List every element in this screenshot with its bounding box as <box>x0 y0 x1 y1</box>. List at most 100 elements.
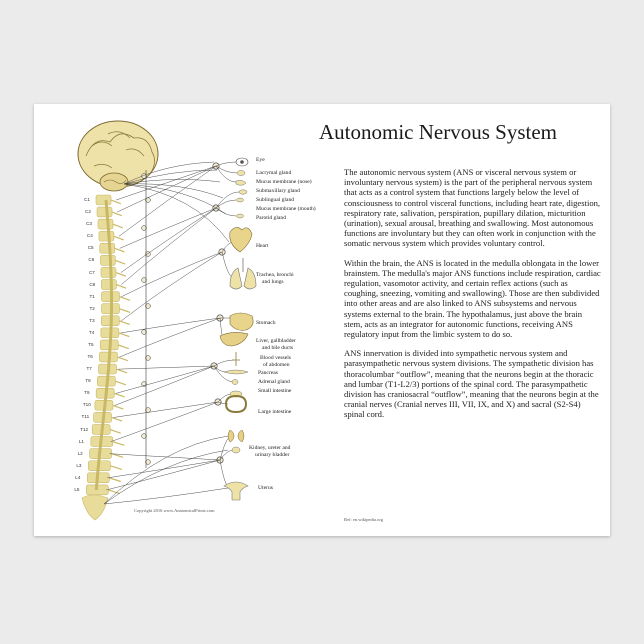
vertebra-label-l2: L2 <box>77 450 83 456</box>
vertebra-label-t10: T10 <box>82 402 91 408</box>
autonomic-nerve <box>121 241 235 297</box>
large-intestine-organ <box>224 394 248 414</box>
vertebra-label-c3: C3 <box>86 221 92 227</box>
autonomic-nerve <box>109 435 233 461</box>
organ-label-sublingual: Sublingual gland <box>256 197 295 203</box>
nerve-root-l1 <box>112 441 125 446</box>
autonomic-nerve <box>120 317 232 334</box>
autonomic-nerve <box>119 191 240 249</box>
organ-label-adrenal: Adrenal gland <box>258 379 290 385</box>
vertebra-label-c7: C7 <box>88 269 95 275</box>
vertebra-label-l3: L3 <box>76 462 82 468</box>
organ-label-lungs: and lungs <box>262 279 284 285</box>
vertebra-label-c8: C8 <box>89 281 96 287</box>
paragraph-definition: The autonomic nervous system (ANS or vis… <box>344 167 601 249</box>
organ-label-blood-vessels: Blood vessels <box>260 355 291 361</box>
nerve-root-c6 <box>115 259 126 265</box>
chain-ganglion <box>141 433 147 439</box>
nerve-root-t3 <box>119 320 130 326</box>
chain-ganglion <box>145 355 151 361</box>
nerve-root-t8 <box>115 380 127 386</box>
liver-organ <box>219 332 249 347</box>
chain-ganglion <box>141 225 147 231</box>
sacral-nerve <box>103 435 229 505</box>
adrenal-organ <box>231 379 239 385</box>
description-column: The autonomic nervous system (ANS or vis… <box>344 167 602 429</box>
cranial-nerve <box>123 183 230 243</box>
cranial-nerve <box>123 161 215 185</box>
vertebra-label-t7: T7 <box>86 366 92 372</box>
organ-label-pancreas: Pancreas <box>258 370 278 376</box>
organ-label-bile-ducts: and bile ducts <box>262 345 294 351</box>
autonomic-nerve <box>121 251 235 322</box>
autonomic-nerve <box>121 207 237 285</box>
organ-illustrations <box>219 157 257 501</box>
autonomic-nerve <box>114 365 235 406</box>
nerve-network <box>94 161 240 505</box>
autonomic-nerve <box>120 199 237 273</box>
nerve-root-t5 <box>118 344 129 350</box>
vertebra-label-t5: T5 <box>88 342 94 347</box>
sacral-nerve <box>103 449 229 505</box>
organ-label-liver: Liver, gallbladder <box>256 338 296 344</box>
parotid-organ <box>236 213 244 219</box>
autonomic-nerve <box>116 165 238 213</box>
vertebra-c2 <box>96 206 113 218</box>
pancreas-organ <box>223 369 249 375</box>
vertebra-c1 <box>95 194 112 206</box>
chain-ganglion <box>145 459 151 465</box>
autonomic-nerve <box>113 393 233 418</box>
chain-ganglion <box>141 277 147 283</box>
cranial-nerve <box>123 179 221 185</box>
lacrymal-organ <box>236 170 246 176</box>
organ-label-bladder: urinary bladder <box>255 452 290 458</box>
lungs-organ <box>229 267 257 290</box>
vertebra-label-c4: C4 <box>86 233 93 239</box>
blood-vessel-organ <box>232 352 240 366</box>
brain-illustration <box>77 120 159 192</box>
kidney-organ <box>227 429 245 443</box>
nerve-root-c8 <box>116 284 127 289</box>
vertebra-label-t12: T12 <box>80 426 89 432</box>
reference-note: Ref: en.wikipedia.org <box>344 517 384 522</box>
vertebra-label-c1: C1 <box>84 197 90 203</box>
nerve-root-l3 <box>110 465 123 470</box>
submaxillary-organ <box>238 189 248 195</box>
sublingual-organ <box>236 197 244 203</box>
vertebra-label-c2: C2 <box>85 209 91 215</box>
poster-title: Autonomic Nervous System <box>319 120 557 144</box>
nerve-root-c1 <box>110 199 121 205</box>
vertebra-c4 <box>98 230 115 242</box>
vertebra-c6 <box>100 255 116 266</box>
nerve-root-t7 <box>116 368 128 374</box>
organ-label-trachea: Trachea, bronchi <box>256 272 294 278</box>
nerve-root-t2 <box>119 308 131 313</box>
vertebra-c3 <box>97 218 114 230</box>
vertebra-label-l1: L1 <box>78 438 84 444</box>
nerve-root-l4 <box>109 477 121 483</box>
vertebra-label-t4: T4 <box>88 329 95 335</box>
autonomic-nerve <box>118 165 237 237</box>
cranial-nerve <box>123 183 224 199</box>
nerve-root-t6 <box>117 356 129 362</box>
uterus-organ <box>223 481 249 501</box>
bladder-organ <box>231 446 241 454</box>
vertebra-label-c6: C6 <box>88 257 95 263</box>
autonomic-nerve <box>110 401 229 442</box>
vertebra-c5 <box>99 243 116 254</box>
chain-ganglion <box>145 303 151 309</box>
poster: Autonomic Nervous System The autonomic n… <box>34 104 610 536</box>
copyright-note: Copyright 2016 www.AnatomicalPrints.com <box>134 508 215 513</box>
nerve-root-l5 <box>108 489 121 495</box>
organ-label-kidney: Kidney, ureter and <box>249 445 291 451</box>
nerve-root-t4 <box>118 332 130 338</box>
organ-label-small-intestine: Small intestine <box>258 388 292 394</box>
organ-label-uterus: Uterus <box>258 485 273 491</box>
paragraph-brain: Within the brain, the ANS is located in … <box>344 257 601 340</box>
organ-label-heart: Heart <box>256 243 269 249</box>
autonomic-nerve <box>116 365 227 394</box>
vertebra-label-c5: C5 <box>87 245 94 251</box>
nerve-root-c2 <box>111 211 122 217</box>
autonomic-nerve <box>115 161 237 201</box>
cranial-nerve <box>123 183 227 215</box>
